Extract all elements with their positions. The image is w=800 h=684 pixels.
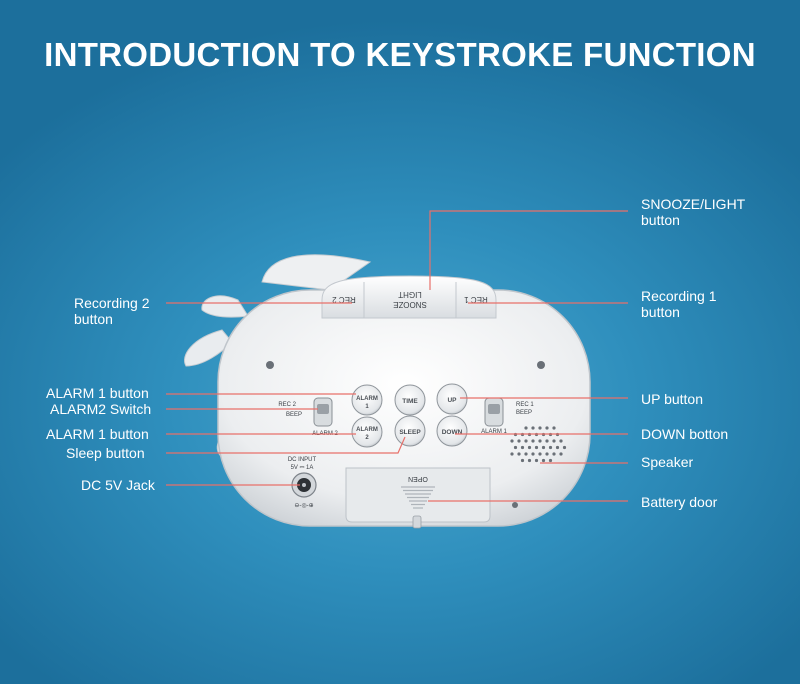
up-button: UP: [436, 383, 468, 415]
label-down-button: DOWN botton: [641, 426, 729, 442]
speaker-hole: [552, 452, 556, 456]
speaker-hole: [520, 445, 525, 450]
speaker-hole: [541, 445, 546, 450]
battery-door: OPEN: [345, 467, 491, 529]
speaker-hole: [513, 445, 518, 450]
speaker-hole: [517, 452, 521, 456]
speaker-hole: [531, 426, 535, 430]
speaker-hole: [524, 426, 528, 430]
svg-text:REC 2: REC 2: [278, 402, 296, 408]
svg-text:ALARM: ALARM: [356, 427, 378, 433]
speaker-hole: [545, 452, 549, 456]
top-snooze-label: SNOOZE: [393, 300, 427, 309]
left-horn: [201, 295, 249, 318]
speaker-hole: [534, 458, 539, 463]
svg-text:ALARM: ALARM: [356, 396, 378, 402]
speaker-hole: [541, 458, 546, 463]
top-panel: [321, 275, 497, 319]
speaker-hole: [538, 452, 542, 456]
speaker-hole: [545, 426, 549, 430]
label-up-button: UP button: [641, 391, 704, 407]
speaker-hole: [510, 439, 514, 443]
svg-text:DC INPUT: DC INPUT: [288, 457, 317, 463]
svg-text:BEEP: BEEP: [286, 412, 302, 418]
svg-text:ALARM 1: ALARM 1: [481, 429, 507, 435]
speaker-hole: [531, 452, 535, 456]
page-title: INTRODUCTION TO KEYSTROKE FUNCTION: [44, 36, 756, 73]
svg-text:OPEN: OPEN: [408, 475, 428, 482]
label-snooze-light: SNOOZE/LIGHT button: [641, 196, 746, 228]
speaker-hole: [538, 439, 542, 443]
svg-text:⊖-◎-⊕: ⊖-◎-⊕: [294, 503, 313, 509]
speaker-hole: [559, 452, 563, 456]
speaker-hole: [527, 458, 532, 463]
speaker-hole: [555, 445, 560, 450]
sleep-button: SLEEP: [394, 415, 426, 447]
svg-text:SLEEP: SLEEP: [399, 429, 421, 436]
label-sleep-button: Sleep button: [66, 445, 145, 461]
speaker-hole: [548, 445, 553, 450]
leader-snooze-light: [429, 210, 628, 290]
speaker-hole: [552, 426, 556, 430]
alarm2-button: ALARM 2: [351, 416, 383, 448]
dc-jack: DC INPUT 5V ⎓ 1A ⊖-◎-⊕: [288, 457, 317, 509]
label-dc-jack: DC 5V Jack: [81, 477, 155, 493]
label-recording2: Recording 2 button: [74, 295, 150, 327]
label-battery-door: Battery door: [641, 494, 718, 510]
time-button: TIME: [394, 384, 426, 416]
svg-text:5V ⎓ 1A: 5V ⎓ 1A: [291, 465, 314, 471]
speaker-hole: [524, 439, 528, 443]
top-rec2-label: REC 2: [332, 295, 356, 304]
speaker-hole: [562, 445, 567, 450]
speaker-hole: [545, 439, 549, 443]
svg-text:2: 2: [365, 435, 369, 441]
speaker-hole: [517, 439, 521, 443]
speaker-hole: [520, 458, 525, 463]
label-alarm1-button-b: ALARM 1 button: [46, 426, 149, 442]
speaker-hole: [552, 439, 556, 443]
speaker-hole: [524, 452, 528, 456]
label-speaker: Speaker: [641, 454, 694, 470]
speaker-hole: [534, 445, 539, 450]
top-fin: [261, 254, 372, 291]
top-light-label: LIGHT: [398, 290, 422, 299]
down-button: DOWN: [436, 415, 468, 447]
speaker-hole: [559, 439, 563, 443]
svg-text:1: 1: [365, 404, 369, 410]
svg-text:UP: UP: [447, 397, 457, 404]
svg-text:TIME: TIME: [402, 398, 418, 405]
speaker-hole: [531, 439, 535, 443]
speaker-hole: [548, 458, 553, 463]
label-alarm2-switch: ALARM2 Switch: [50, 401, 152, 417]
speaker-hole: [510, 452, 514, 456]
label-alarm1-button-a: ALARM 1 button: [46, 385, 149, 401]
speaker-hole: [538, 426, 542, 430]
speaker-hole: [527, 445, 532, 450]
top-rec1-label: REC 1: [464, 295, 488, 304]
svg-text:REC 1: REC 1: [516, 402, 534, 408]
leader-sleep: [166, 436, 406, 454]
svg-text:DOWN: DOWN: [442, 429, 463, 436]
svg-text:BEEP: BEEP: [516, 410, 532, 416]
alarm1-button: ALARM 1: [351, 384, 383, 416]
label-recording1: Recording 1 button: [641, 288, 717, 320]
